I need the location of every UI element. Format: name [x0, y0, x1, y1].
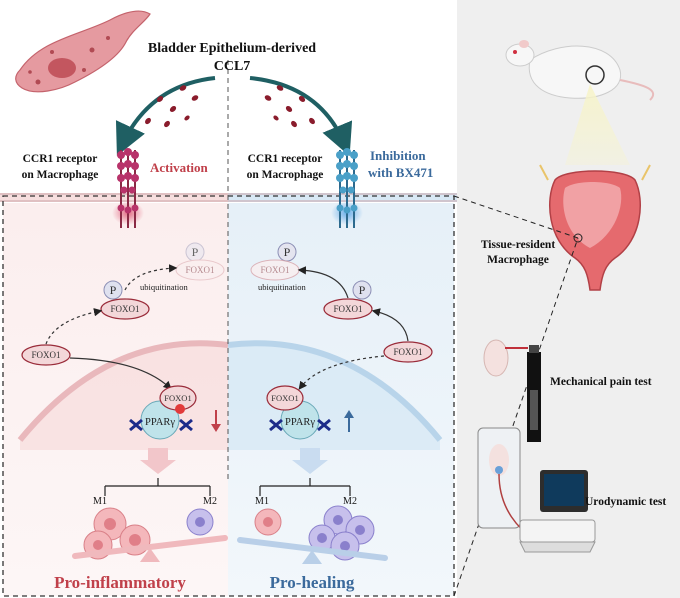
membrane-right: [228, 193, 457, 202]
pro-inflammatory-label: Pro-inflammatory: [54, 573, 186, 592]
zoom-beam: [565, 84, 630, 165]
left-foxo1-nucleus-label: FOXO1: [164, 393, 191, 403]
left-m2-cell-icon: [186, 508, 214, 536]
pro-healing-label: Pro-healing: [270, 573, 355, 592]
tissue-macrophage-label-line1: Tissue-resident: [481, 239, 556, 251]
epithelial-cell-icon: [15, 10, 151, 93]
left-balance-beam: [72, 535, 228, 559]
ccl7-ligands-left: [145, 85, 199, 128]
right-receptor-label-line2: on Macrophage: [247, 169, 324, 181]
source-title-line2: CCL7: [214, 59, 251, 74]
right-ubiquitination-label: ubiquitination: [258, 282, 306, 292]
right-ubiquitination-arrow: [297, 266, 349, 299]
right-phospho-marker: [352, 280, 372, 300]
right-p-top-label: P: [284, 245, 291, 259]
inhibition-label-line2: with BX471: [368, 165, 433, 180]
left-foxo1-faded: FOXO1: [185, 265, 214, 275]
right-balance-beam: [237, 537, 388, 561]
right-foxo1-faded-label: FOXO1: [260, 265, 289, 275]
left-ubiquitination-label: ubiquitination: [140, 282, 188, 292]
connector-bottom: [453, 237, 579, 597]
left-balance-fulcrum: [140, 548, 160, 562]
urodynamic-icon: [477, 427, 596, 553]
right-p-label: P: [359, 283, 366, 297]
left-p-label: P: [110, 283, 117, 297]
inhibition-label-line1: Inhibition: [370, 148, 426, 163]
right-foxo1-cytoplasm-node: [383, 341, 433, 363]
right-up-arrow-icon: [344, 410, 354, 432]
activation-label: Activation: [150, 160, 209, 175]
right-dna-icon: [269, 418, 331, 432]
source-title-line1: Bladder Epithelium-derived: [148, 41, 316, 56]
right-m2-label: M2: [343, 496, 357, 507]
right-m1-label: M1: [255, 496, 269, 507]
right-branch: [259, 478, 351, 496]
left-outcome-arrow: [140, 448, 176, 474]
left-receptor-label-line1: CCR1 receptor: [23, 153, 98, 165]
left-foxo1-cytoplasm-label: FOXO1: [31, 350, 60, 360]
left-receptor-label-line2: on Macrophage: [22, 169, 99, 181]
tissue-macrophage-label-line2: Macrophage: [487, 254, 549, 266]
right-balance-fulcrum: [302, 550, 322, 564]
left-ppar-label: PPARγ: [145, 417, 175, 428]
left-dna-icon: [129, 418, 193, 432]
right-m1-cell-icon: [254, 508, 282, 536]
right-ccr1-receptor-icon: [336, 148, 358, 228]
left-m2-label: M2: [203, 496, 217, 507]
left-phospho-marker: [103, 280, 123, 300]
ccl7-ligands-right: [264, 85, 315, 128]
right-receptor-label-line1: CCR1 receptor: [248, 153, 323, 165]
left-p-faded: P: [192, 245, 199, 259]
arrow-to-left-receptor: [115, 76, 216, 156]
bladder-icon: [539, 164, 651, 291]
left-nuclear-entry-arrow: [69, 357, 172, 390]
left-down-arrow-icon: [211, 410, 221, 432]
connector-top: [453, 195, 579, 239]
right-foxo1-nucleus-node: [266, 385, 304, 411]
rat-icon: [505, 40, 655, 101]
left-branch: [104, 478, 211, 496]
mechanical-pain-icon: [483, 339, 541, 442]
right-phosphorylation-arrow: [371, 308, 409, 342]
right-outcome-arrow: [292, 448, 328, 474]
left-foxo1-phospho-label: FOXO1: [110, 304, 139, 314]
urodynamic-label: Urodynamic test: [585, 496, 666, 508]
arrow-to-right-receptor: [249, 76, 353, 157]
right-foxo1-nucleus-label: FOXO1: [271, 393, 298, 403]
right-foxo1-cytoplasm-label: FOXO1: [393, 347, 422, 357]
left-m1-label: M1: [93, 496, 107, 507]
left-foxo1-cytoplasm-node: [21, 344, 71, 366]
right-nuclear-entry-arrow: [298, 355, 385, 390]
left-binding-site: [175, 404, 185, 414]
mechanical-pain-label: Mechanical pain test: [550, 376, 652, 388]
right-foxo1-phospho-label: FOXO1: [333, 304, 362, 314]
left-faded-foxo1-group: [175, 242, 225, 281]
right-ppar-label: PPARγ: [285, 417, 315, 428]
left-ccr1-receptor-icon: [117, 148, 139, 228]
